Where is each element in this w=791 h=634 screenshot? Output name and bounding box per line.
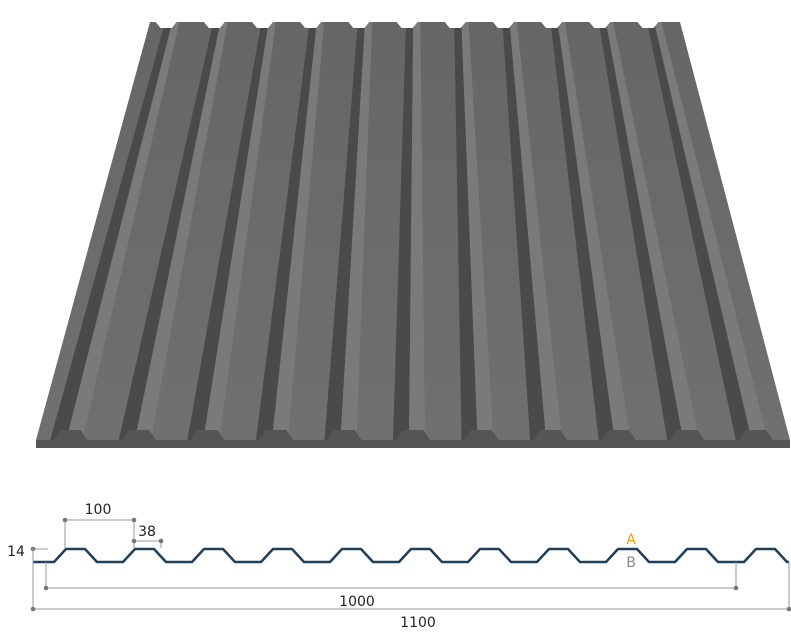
- rib-top-dimension-dot-left: [131, 538, 137, 544]
- pitch-label: 100: [85, 502, 112, 518]
- total-width-dot-right: [786, 606, 791, 612]
- sheet-rib-shadow: [502, 22, 547, 440]
- sheet-rib-highlight: [134, 22, 228, 440]
- sheet-rib-highlight: [66, 22, 180, 440]
- total-width-dimension-line: [32, 549, 790, 610]
- sheet-rib-highlight: [509, 22, 563, 440]
- profile-line: [33, 547, 789, 564]
- sheet-rib-shadow: [50, 22, 173, 440]
- total-width-dot-left: [30, 606, 36, 612]
- sheet-rib-highlight: [557, 22, 631, 440]
- profile-cross-section: [33, 547, 789, 564]
- dimension-annotations: [30, 517, 791, 612]
- side-b-label: B: [626, 555, 636, 571]
- height-label: 14: [7, 544, 25, 560]
- effective-width-dot-left: [43, 585, 49, 591]
- sheet-ribs: [50, 22, 768, 440]
- sheet-rib-shadow: [454, 22, 478, 440]
- sheet-rib-shadow: [324, 22, 366, 440]
- sheet-rib-highlight: [654, 22, 768, 440]
- sheet-rib-shadow: [598, 22, 684, 440]
- sheet-rib-highlight: [203, 22, 276, 440]
- effective-width-label: 1000: [339, 594, 375, 610]
- effective-width-dot-right: [733, 585, 739, 591]
- sheet-rib-shadow: [118, 22, 221, 440]
- sheet-rib-shadow: [550, 22, 615, 440]
- sheet-rib-highlight: [605, 22, 700, 440]
- side-a-label: A: [626, 532, 636, 548]
- corrugated-sheet-illustration: [36, 21, 790, 448]
- sheet-back-edge: [154, 21, 660, 28]
- sheet-rib-highlight: [271, 22, 325, 440]
- pitch-dimension-line: [64, 519, 135, 548]
- sheet-rib-shadow: [255, 22, 317, 440]
- rib-top-dimension-dot-right: [158, 538, 164, 544]
- sheet-rib-shadow: [187, 22, 269, 440]
- sheet-front-edge: [36, 430, 790, 448]
- sheet-rib-shadow: [393, 22, 414, 440]
- sheet-rib-highlight: [340, 22, 373, 440]
- effective-width-dimension-line: [45, 562, 737, 589]
- sheet-rib-highlight: [409, 22, 425, 440]
- pitch-dimension-dot-right: [131, 517, 137, 523]
- total-width-label: 1100: [400, 615, 436, 630]
- pitch-dimension-dot-left: [62, 517, 68, 523]
- sheet-rib-shadow: [646, 22, 752, 440]
- rib-top-label: 38: [138, 524, 156, 540]
- rib-top-dimension-line: [133, 540, 162, 548]
- sheet-rib-highlight: [461, 22, 494, 440]
